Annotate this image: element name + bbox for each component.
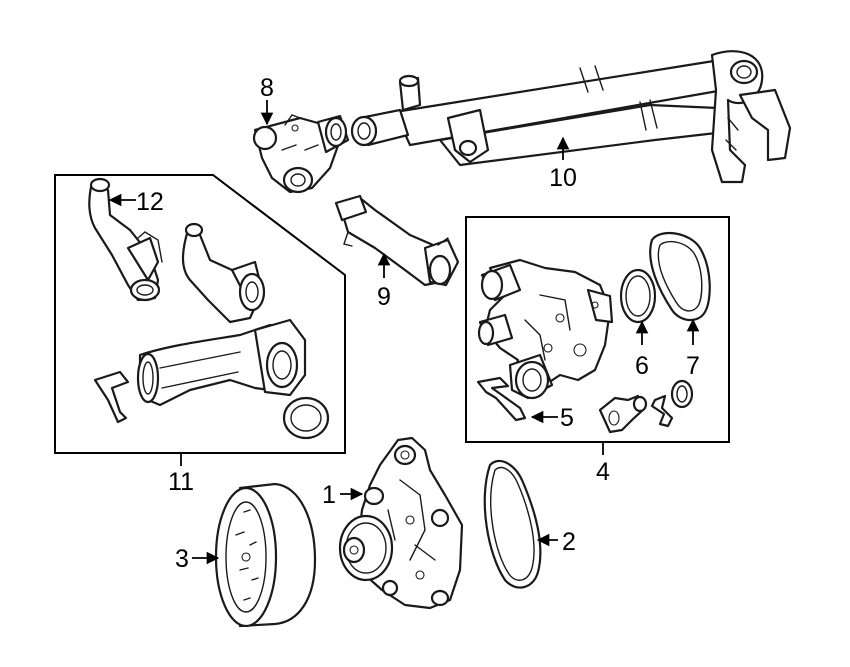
sensor-seal bbox=[670, 379, 694, 409]
callout-3: 3 bbox=[175, 545, 189, 573]
callout-11: 11 bbox=[168, 468, 194, 496]
gasket-7 bbox=[649, 231, 711, 322]
water-pump-pulley bbox=[214, 482, 317, 628]
sensor-clip bbox=[650, 394, 674, 428]
callout-6: 6 bbox=[635, 352, 649, 380]
callout-7: 7 bbox=[686, 352, 700, 380]
o-ring-6 bbox=[619, 268, 657, 324]
callout-10: 10 bbox=[549, 164, 577, 192]
callout-9: 9 bbox=[377, 283, 391, 311]
group-box-11 bbox=[54, 174, 346, 454]
coolant-hose bbox=[334, 194, 460, 287]
group-box-4 bbox=[465, 216, 730, 443]
upper-hose-elbow bbox=[88, 177, 163, 302]
clip-5 bbox=[476, 376, 527, 422]
callout-1: 1 bbox=[322, 481, 336, 509]
callout-4: 4 bbox=[596, 458, 610, 486]
thermostat-housing bbox=[252, 114, 350, 194]
o-ring-11 bbox=[282, 396, 330, 440]
water-pump bbox=[338, 436, 464, 610]
callout-5: 5 bbox=[560, 404, 574, 432]
water-pump-gasket bbox=[483, 459, 542, 589]
callout-2: 2 bbox=[562, 528, 576, 556]
callout-12: 12 bbox=[136, 188, 164, 216]
lower-hose-elbow bbox=[136, 222, 307, 407]
temperature-sensor bbox=[598, 394, 648, 434]
retaining-clip-11 bbox=[93, 370, 130, 424]
callout-8: 8 bbox=[260, 74, 274, 102]
water-outlet-housing bbox=[477, 258, 614, 400]
coolant-pipe-assembly bbox=[350, 50, 792, 184]
